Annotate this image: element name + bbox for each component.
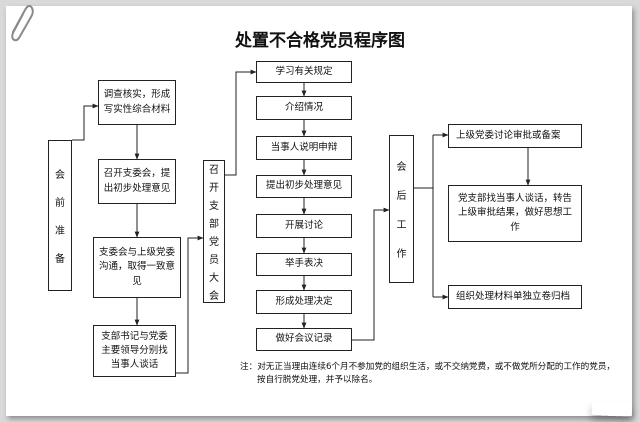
prep-stage-label: 会 前 准 备 [48, 140, 72, 291]
meeting-label-char-7: 大 [209, 273, 219, 284]
meeting-label-char-1: 召 [209, 165, 219, 176]
prep-step-4: 支部书记与党委主要领导分别找当事人谈话 [93, 325, 176, 377]
prep-label-char-1: 会 [55, 170, 65, 181]
meeting-step-2: 介绍情况 [256, 96, 352, 120]
meeting-label-char-6: 员 [209, 255, 219, 266]
post-step-3: 组织处理材料单独立卷归档 [448, 285, 582, 309]
meeting-stage-label: 召 开 支 部 党 员 大 会 [203, 160, 225, 303]
meeting-step-5: 开展讨论 [256, 214, 352, 238]
page-title: 处置不合格党员程序图 [235, 31, 405, 51]
meeting-label-char-3: 支 [209, 201, 219, 212]
prep-label-char-3: 准 [55, 226, 65, 237]
connector-meeting-to-post [352, 207, 390, 341]
connector-prep-bracket [72, 103, 99, 141]
meeting-step-4: 提出初步处理意见 [256, 175, 352, 198]
meeting-label-char-5: 党 [209, 237, 219, 248]
meeting-label-char-4: 部 [209, 219, 219, 230]
footnote-line-2: 按自行脱党处理，并予以除名。 [257, 375, 378, 386]
meeting-step-6: 举手表决 [256, 253, 352, 276]
connector-prep-to-meeting [176, 235, 204, 374]
meeting-label-char-2: 开 [209, 183, 219, 194]
prep-step-2: 召开支委会，提出初步处理意见 [98, 159, 176, 204]
post-label-char-4: 作 [396, 249, 407, 260]
meeting-step-8: 做好会议记录 [256, 328, 352, 351]
post-label-char-2: 后 [396, 191, 407, 202]
meeting-step-3: 当事人说明申辩 [256, 136, 352, 160]
post-label-char-1: 会 [396, 162, 407, 173]
prep-label-char-2: 前 [55, 198, 65, 209]
paperclip-icon [11, 4, 34, 42]
prep-step-1: 调查核实，形成写实性综合材料 [98, 80, 176, 125]
prep-label-char-4: 备 [55, 254, 65, 265]
post-step-2: 党支部找当事人谈话，转告上级审批结果，做好思想工作 [448, 185, 582, 242]
meeting-step-7: 形成处理决定 [256, 290, 352, 314]
connector-meeting-bracket [225, 69, 257, 176]
post-stage-label: 会 后 工 作 [389, 135, 414, 283]
prep-step-3: 支委会与上级党委沟通，取得一致意见 [93, 237, 181, 298]
meeting-label-char-8: 会 [209, 291, 219, 302]
post-step-1: 上级党委讨论审批或备案 [448, 124, 582, 148]
meeting-step-1: 学习有关规定 [256, 61, 352, 83]
footnote-line-1: 注：对无正当理由连续6个月不参加党的组织生活，或不交纳党费，或不做党所分配的工作… [240, 362, 616, 372]
post-label-char-3: 工 [396, 220, 407, 231]
footnote: 注：对无正当理由连续6个月不参加党的组织生活，或不交纳党费，或不做党所分配的工作… [240, 361, 628, 388]
